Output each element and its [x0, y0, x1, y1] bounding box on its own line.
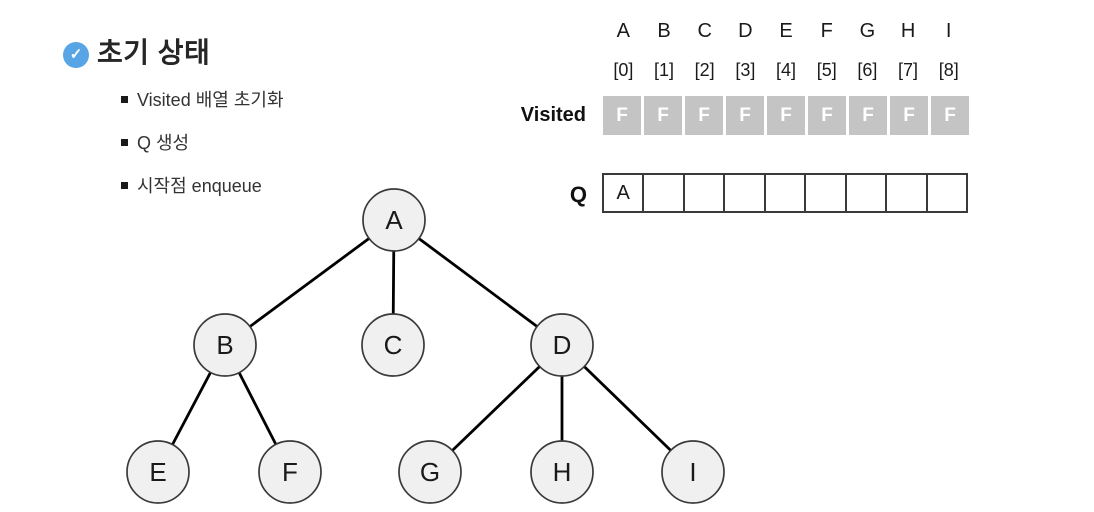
- queue-cell: [766, 175, 807, 211]
- visited-cell: F: [767, 96, 805, 135]
- tree-node-C: [361, 313, 425, 377]
- square-bullet-icon: [121, 95, 128, 103]
- tree-node-label-I: I: [689, 457, 696, 487]
- bullet-text: Visited 배열 초기화: [137, 90, 284, 110]
- tree-edge-A-D: [393, 218, 563, 347]
- column-index-label: [0]: [613, 60, 634, 80]
- tree-node-label-D: D: [553, 330, 572, 360]
- column-letter-label: C: [697, 20, 712, 42]
- queue-cell: [847, 175, 888, 211]
- queue-label: Q: [569, 182, 587, 207]
- column-letter-label: B: [657, 20, 671, 42]
- visited-cell: F: [931, 96, 969, 135]
- tree-node-E: [126, 440, 190, 504]
- array-indices-row: [0] [1] [2] [3] [4] [5] [6] [7] [8]: [603, 60, 969, 81]
- tree-node-label-G: G: [420, 457, 440, 487]
- tree-node-label-C: C: [384, 330, 403, 360]
- column-letter-label: H: [900, 20, 916, 42]
- column-letter-label: A: [616, 20, 630, 42]
- tree-edge-A-B: [224, 218, 395, 347]
- bullet-item: Visited 배열 초기화: [121, 87, 284, 111]
- bullet-item: Q 생성: [121, 130, 284, 154]
- column-index-label: [6]: [857, 60, 878, 80]
- column-letter-label: I: [945, 20, 952, 42]
- bullet-text: Q 생성: [137, 133, 190, 153]
- bullet-item: 시작점 enqueue: [121, 173, 284, 197]
- visited-cell: F: [603, 96, 641, 135]
- visited-cell: F: [726, 96, 764, 135]
- page-title: 초기 상태: [97, 37, 211, 68]
- tree-node-B: [193, 313, 257, 377]
- column-index-label: [3]: [735, 60, 756, 80]
- visited-cell: F: [890, 96, 928, 135]
- tree-node-A: [362, 188, 426, 252]
- column-letter-label: E: [779, 20, 793, 42]
- column-index-label: [7]: [898, 60, 919, 80]
- queue-cell: A: [604, 175, 645, 211]
- column-letter-label: G: [859, 20, 876, 42]
- queue-cell: [887, 175, 928, 211]
- tree-node-I: [661, 440, 725, 504]
- queue-cell: [685, 175, 726, 211]
- visited-cell: F: [685, 96, 723, 135]
- queue-cell: [644, 175, 685, 211]
- visited-cell: F: [644, 96, 682, 135]
- visited-label: Visited: [520, 104, 586, 126]
- queue-cell: [806, 175, 847, 211]
- square-bullet-icon: [121, 138, 128, 146]
- square-bullet-icon: [121, 181, 128, 189]
- visited-cell: F: [849, 96, 887, 135]
- tree-node-label-F: F: [282, 457, 298, 487]
- tree-node-label-A: A: [385, 205, 403, 235]
- tree-node-G: [398, 440, 462, 504]
- queue-cell: [725, 175, 766, 211]
- column-index-label: [8]: [938, 60, 959, 80]
- check-badge-icon: ✓: [63, 42, 89, 68]
- queue-array: A: [602, 173, 968, 213]
- column-letter-label: F: [820, 20, 833, 42]
- bullet-text: 시작점 enqueue: [137, 176, 262, 196]
- column-index-label: [1]: [654, 60, 675, 80]
- tree-node-H: [530, 440, 594, 504]
- tree-node-D: [530, 313, 594, 377]
- column-index-label: [4]: [776, 60, 797, 80]
- column-letter-label: D: [738, 20, 753, 42]
- column-index-label: [2]: [694, 60, 715, 80]
- array-letters-row: A B C D E F G H I: [603, 20, 969, 43]
- tree-node-F: [258, 440, 322, 504]
- tree-node-label-E: E: [149, 457, 166, 487]
- tree-node-label-H: H: [553, 457, 572, 487]
- visited-cell: F: [808, 96, 846, 135]
- tree-node-label-B: B: [216, 330, 233, 360]
- column-index-label: [5]: [816, 60, 837, 80]
